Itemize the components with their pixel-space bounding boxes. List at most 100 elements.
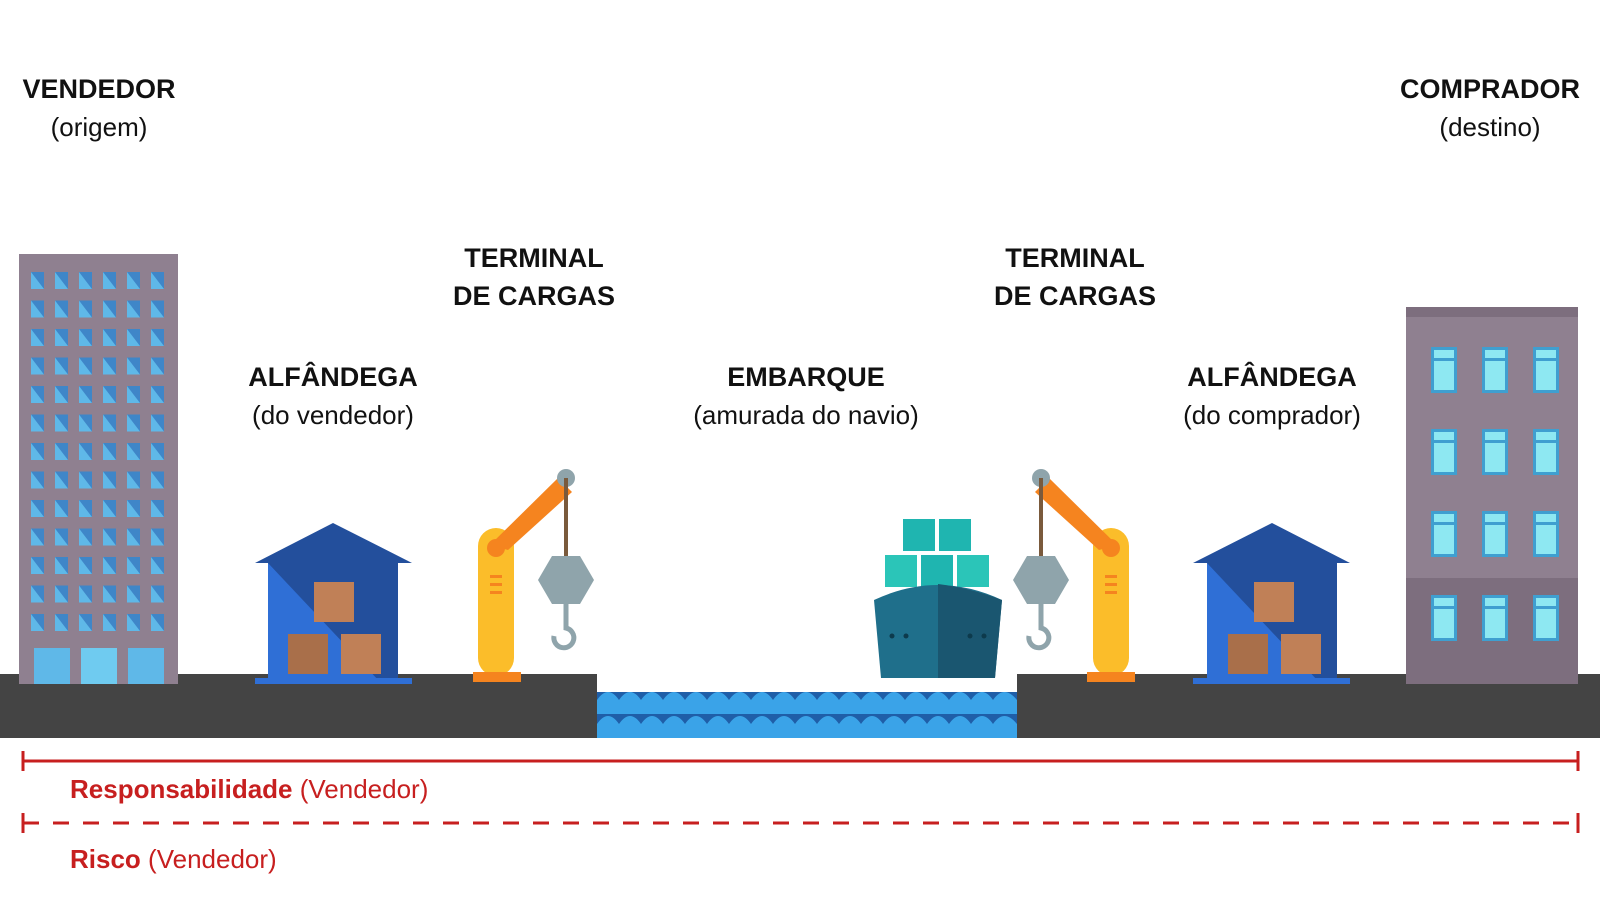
window-shade xyxy=(127,614,140,631)
terminal-destination-line2: DE CARGAS xyxy=(993,281,1156,311)
window-shade xyxy=(127,386,140,403)
window-shade xyxy=(31,500,44,517)
window-glass xyxy=(1434,443,1454,472)
responsibility-line xyxy=(21,751,1580,771)
window-shade xyxy=(127,471,140,489)
water xyxy=(597,692,1017,738)
buyer-building xyxy=(1406,307,1578,684)
window-shade xyxy=(103,329,116,346)
risk-label: Risco xyxy=(70,844,141,874)
window-shade xyxy=(127,300,140,318)
buyer-title: COMPRADOR xyxy=(1400,74,1580,104)
terminal-destination-line1: TERMINAL xyxy=(1005,243,1145,273)
crane-destination xyxy=(1013,469,1135,682)
ship xyxy=(874,519,1002,678)
window-shade xyxy=(151,614,164,631)
window-glass xyxy=(1485,361,1505,390)
window-transom xyxy=(1536,432,1556,440)
window-shade xyxy=(55,357,68,375)
window-transom xyxy=(1536,514,1556,522)
window-shade xyxy=(151,471,164,489)
window-shade xyxy=(103,443,116,460)
window-shade xyxy=(55,471,68,489)
window-transom xyxy=(1434,598,1454,606)
window-glass xyxy=(1434,361,1454,390)
window-shade xyxy=(103,528,116,546)
window-shade xyxy=(103,272,116,289)
terminal-origin-line2: DE CARGAS xyxy=(452,281,615,311)
window-transom xyxy=(1434,514,1454,522)
window-shade xyxy=(151,443,164,460)
window-transom xyxy=(1434,432,1454,440)
window-transom xyxy=(1485,514,1505,522)
label-terminal-destination: TERMINAL DE CARGAS xyxy=(975,239,1175,315)
window-shade xyxy=(151,329,164,346)
window-shade xyxy=(79,557,92,574)
window-shade xyxy=(79,386,92,403)
ground-right xyxy=(1017,674,1600,738)
window-shade xyxy=(103,357,116,375)
window-shade xyxy=(127,272,140,289)
window-shade xyxy=(55,585,68,603)
window-shade xyxy=(103,500,116,517)
window-shade xyxy=(127,557,140,574)
window-shade xyxy=(151,528,164,546)
seller-title: VENDEDOR xyxy=(22,74,176,104)
window-shade xyxy=(31,614,44,631)
window-shade xyxy=(31,557,44,574)
window-shade xyxy=(55,528,68,546)
window-shade xyxy=(127,500,140,517)
window-shade xyxy=(127,443,140,460)
window-glass xyxy=(1434,609,1454,638)
window-shade xyxy=(55,500,68,517)
window-shade xyxy=(79,614,92,631)
customs-buyer-title: ALFÂNDEGA xyxy=(1187,362,1357,392)
window-shade xyxy=(127,357,140,375)
window-shade xyxy=(55,386,68,403)
window-shade xyxy=(103,414,116,432)
window-shade xyxy=(151,357,164,375)
ground-left xyxy=(0,674,597,738)
label-shipping: EMBARQUE (amurada do navio) xyxy=(656,358,956,434)
legend-responsibility: Responsabilidade (Vendedor) xyxy=(70,774,428,805)
terminal-origin-line1: TERMINAL xyxy=(464,243,604,273)
window-shade xyxy=(103,300,116,318)
window-shade xyxy=(103,386,116,403)
window-shade xyxy=(79,329,92,346)
window-shade xyxy=(55,300,68,318)
window-glass xyxy=(1536,525,1556,554)
responsibility-label: Responsabilidade xyxy=(70,774,293,804)
window-shade xyxy=(79,471,92,489)
window-shade xyxy=(127,329,140,346)
window-shade xyxy=(55,414,68,432)
seller-subtitle: (origem) xyxy=(50,112,148,142)
shipping-subtitle: (amurada do navio) xyxy=(693,400,919,430)
label-buyer: COMPRADOR (destino) xyxy=(1380,70,1600,146)
window-shade xyxy=(151,585,164,603)
label-customs-seller: ALFÂNDEGA (do vendedor) xyxy=(213,358,453,434)
label-seller: VENDEDOR (origem) xyxy=(0,70,198,146)
customs-seller-title: ALFÂNDEGA xyxy=(248,362,418,392)
window-shade xyxy=(127,528,140,546)
window-shade xyxy=(55,614,68,631)
window-shade xyxy=(103,614,116,631)
label-customs-buyer: ALFÂNDEGA (do comprador) xyxy=(1152,358,1392,434)
window-shade xyxy=(79,443,92,460)
window-shade xyxy=(79,528,92,546)
window-glass xyxy=(1485,525,1505,554)
seller-building xyxy=(19,254,178,684)
window-glass xyxy=(1536,443,1556,472)
window-transom xyxy=(1536,350,1556,358)
customs-buyer-subtitle: (do comprador) xyxy=(1183,400,1361,430)
window-shade xyxy=(127,585,140,603)
window-shade xyxy=(55,329,68,346)
window-shade xyxy=(127,414,140,432)
window-shade xyxy=(31,386,44,403)
window-shade xyxy=(103,585,116,603)
window-shade xyxy=(31,300,44,318)
window-shade xyxy=(31,528,44,546)
responsibility-party: (Vendedor) xyxy=(299,774,429,804)
warehouse-seller xyxy=(255,523,412,684)
window-shade xyxy=(55,557,68,574)
